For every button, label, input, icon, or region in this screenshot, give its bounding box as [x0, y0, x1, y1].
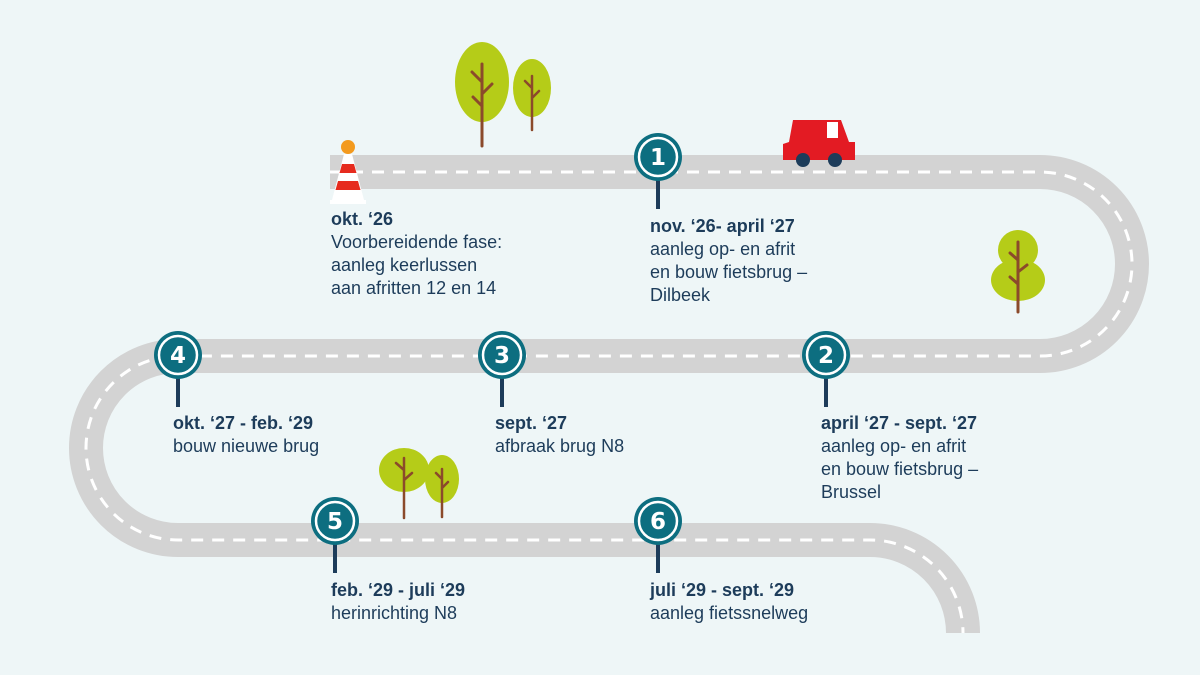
- milestone-date: okt. ‘27 - feb. ‘29: [173, 413, 314, 433]
- marker-circle: [478, 331, 526, 379]
- tree-icon: [991, 230, 1045, 314]
- traffic-cone-icon: [330, 140, 366, 204]
- marker-circle: [634, 497, 682, 545]
- milestone-description: bouw nieuwe brug: [173, 436, 320, 456]
- milestone-description: aanleg op- en afrit en bouw fietsbrug – …: [821, 436, 979, 502]
- milestone-marker-4: 4: [154, 331, 202, 407]
- milestone-date: juli ‘29 - sept. ‘29: [650, 580, 795, 600]
- tree-icon: [379, 448, 429, 520]
- start-description: Voorbereidende fase: aanleg keerlussen a…: [331, 232, 503, 298]
- milestone-marker-3: 3: [478, 331, 526, 407]
- milestone-4-label: okt. ‘27 - feb. ‘29 bouw nieuwe brug: [173, 412, 319, 458]
- marker-ring: [481, 334, 523, 376]
- marker-number: 5: [327, 509, 343, 535]
- milestone-description: aanleg op- en afrit en bouw fietsbrug – …: [650, 239, 808, 305]
- marker-circle: [311, 497, 359, 545]
- car-icon: [783, 120, 855, 167]
- milestone-marker-6: 6: [634, 497, 682, 573]
- marker-ring: [637, 500, 679, 542]
- marker-stem: [333, 521, 337, 573]
- tree-icon: [455, 42, 509, 148]
- milestone-1-label: nov. ‘26- april ‘27 aanleg op- en afrit …: [650, 215, 807, 307]
- milestone-6-label: juli ‘29 - sept. ‘29 aanleg fietssnelweg: [650, 579, 808, 625]
- marker-stem: [176, 355, 180, 407]
- milestone-marker-2: 2: [802, 331, 850, 407]
- milestone-date: sept. ‘27: [495, 413, 568, 433]
- marker-stem: [656, 521, 660, 573]
- marker-stem: [500, 355, 504, 407]
- milestone-date: feb. ‘29 - juli ‘29: [331, 580, 466, 600]
- milestone-marker-1: 1: [634, 133, 682, 209]
- tree-icon: [513, 59, 551, 132]
- milestone-marker-5: 5: [311, 497, 359, 573]
- milestone-date: nov. ‘26- april ‘27: [650, 216, 795, 236]
- winding-road: [69, 155, 1149, 634]
- marker-ring: [637, 136, 679, 178]
- milestone-description: aanleg fietssnelweg: [650, 603, 809, 623]
- marker-number: 3: [494, 343, 510, 369]
- milestone-5-label: feb. ‘29 - juli ‘29 herinrichting N8: [331, 579, 465, 625]
- marker-ring: [157, 334, 199, 376]
- marker-number: 6: [650, 509, 666, 535]
- marker-stem: [656, 157, 660, 209]
- marker-number: 1: [650, 145, 666, 171]
- start-date: okt. ‘26: [331, 209, 394, 229]
- marker-circle: [802, 331, 850, 379]
- tree-icon: [425, 455, 459, 519]
- marker-number: 4: [170, 343, 186, 369]
- milestone-date: april ‘27 - sept. ‘27: [821, 413, 978, 433]
- start-label: okt. ‘26 Voorbereidende fase: aanleg kee…: [331, 208, 502, 300]
- marker-ring: [805, 334, 847, 376]
- marker-number: 2: [818, 343, 834, 369]
- milestone-description: herinrichting N8: [331, 603, 458, 623]
- marker-stem: [824, 355, 828, 407]
- milestone-3-label: sept. ‘27 afbraak brug N8: [495, 412, 624, 458]
- milestone-description: afbraak brug N8: [495, 436, 625, 456]
- milestone-2-label: april ‘27 - sept. ‘27 aanleg op- en afri…: [821, 412, 978, 504]
- marker-circle: [154, 331, 202, 379]
- road-center-line: [84, 170, 1134, 634]
- marker-ring: [314, 500, 356, 542]
- marker-circle: [634, 133, 682, 181]
